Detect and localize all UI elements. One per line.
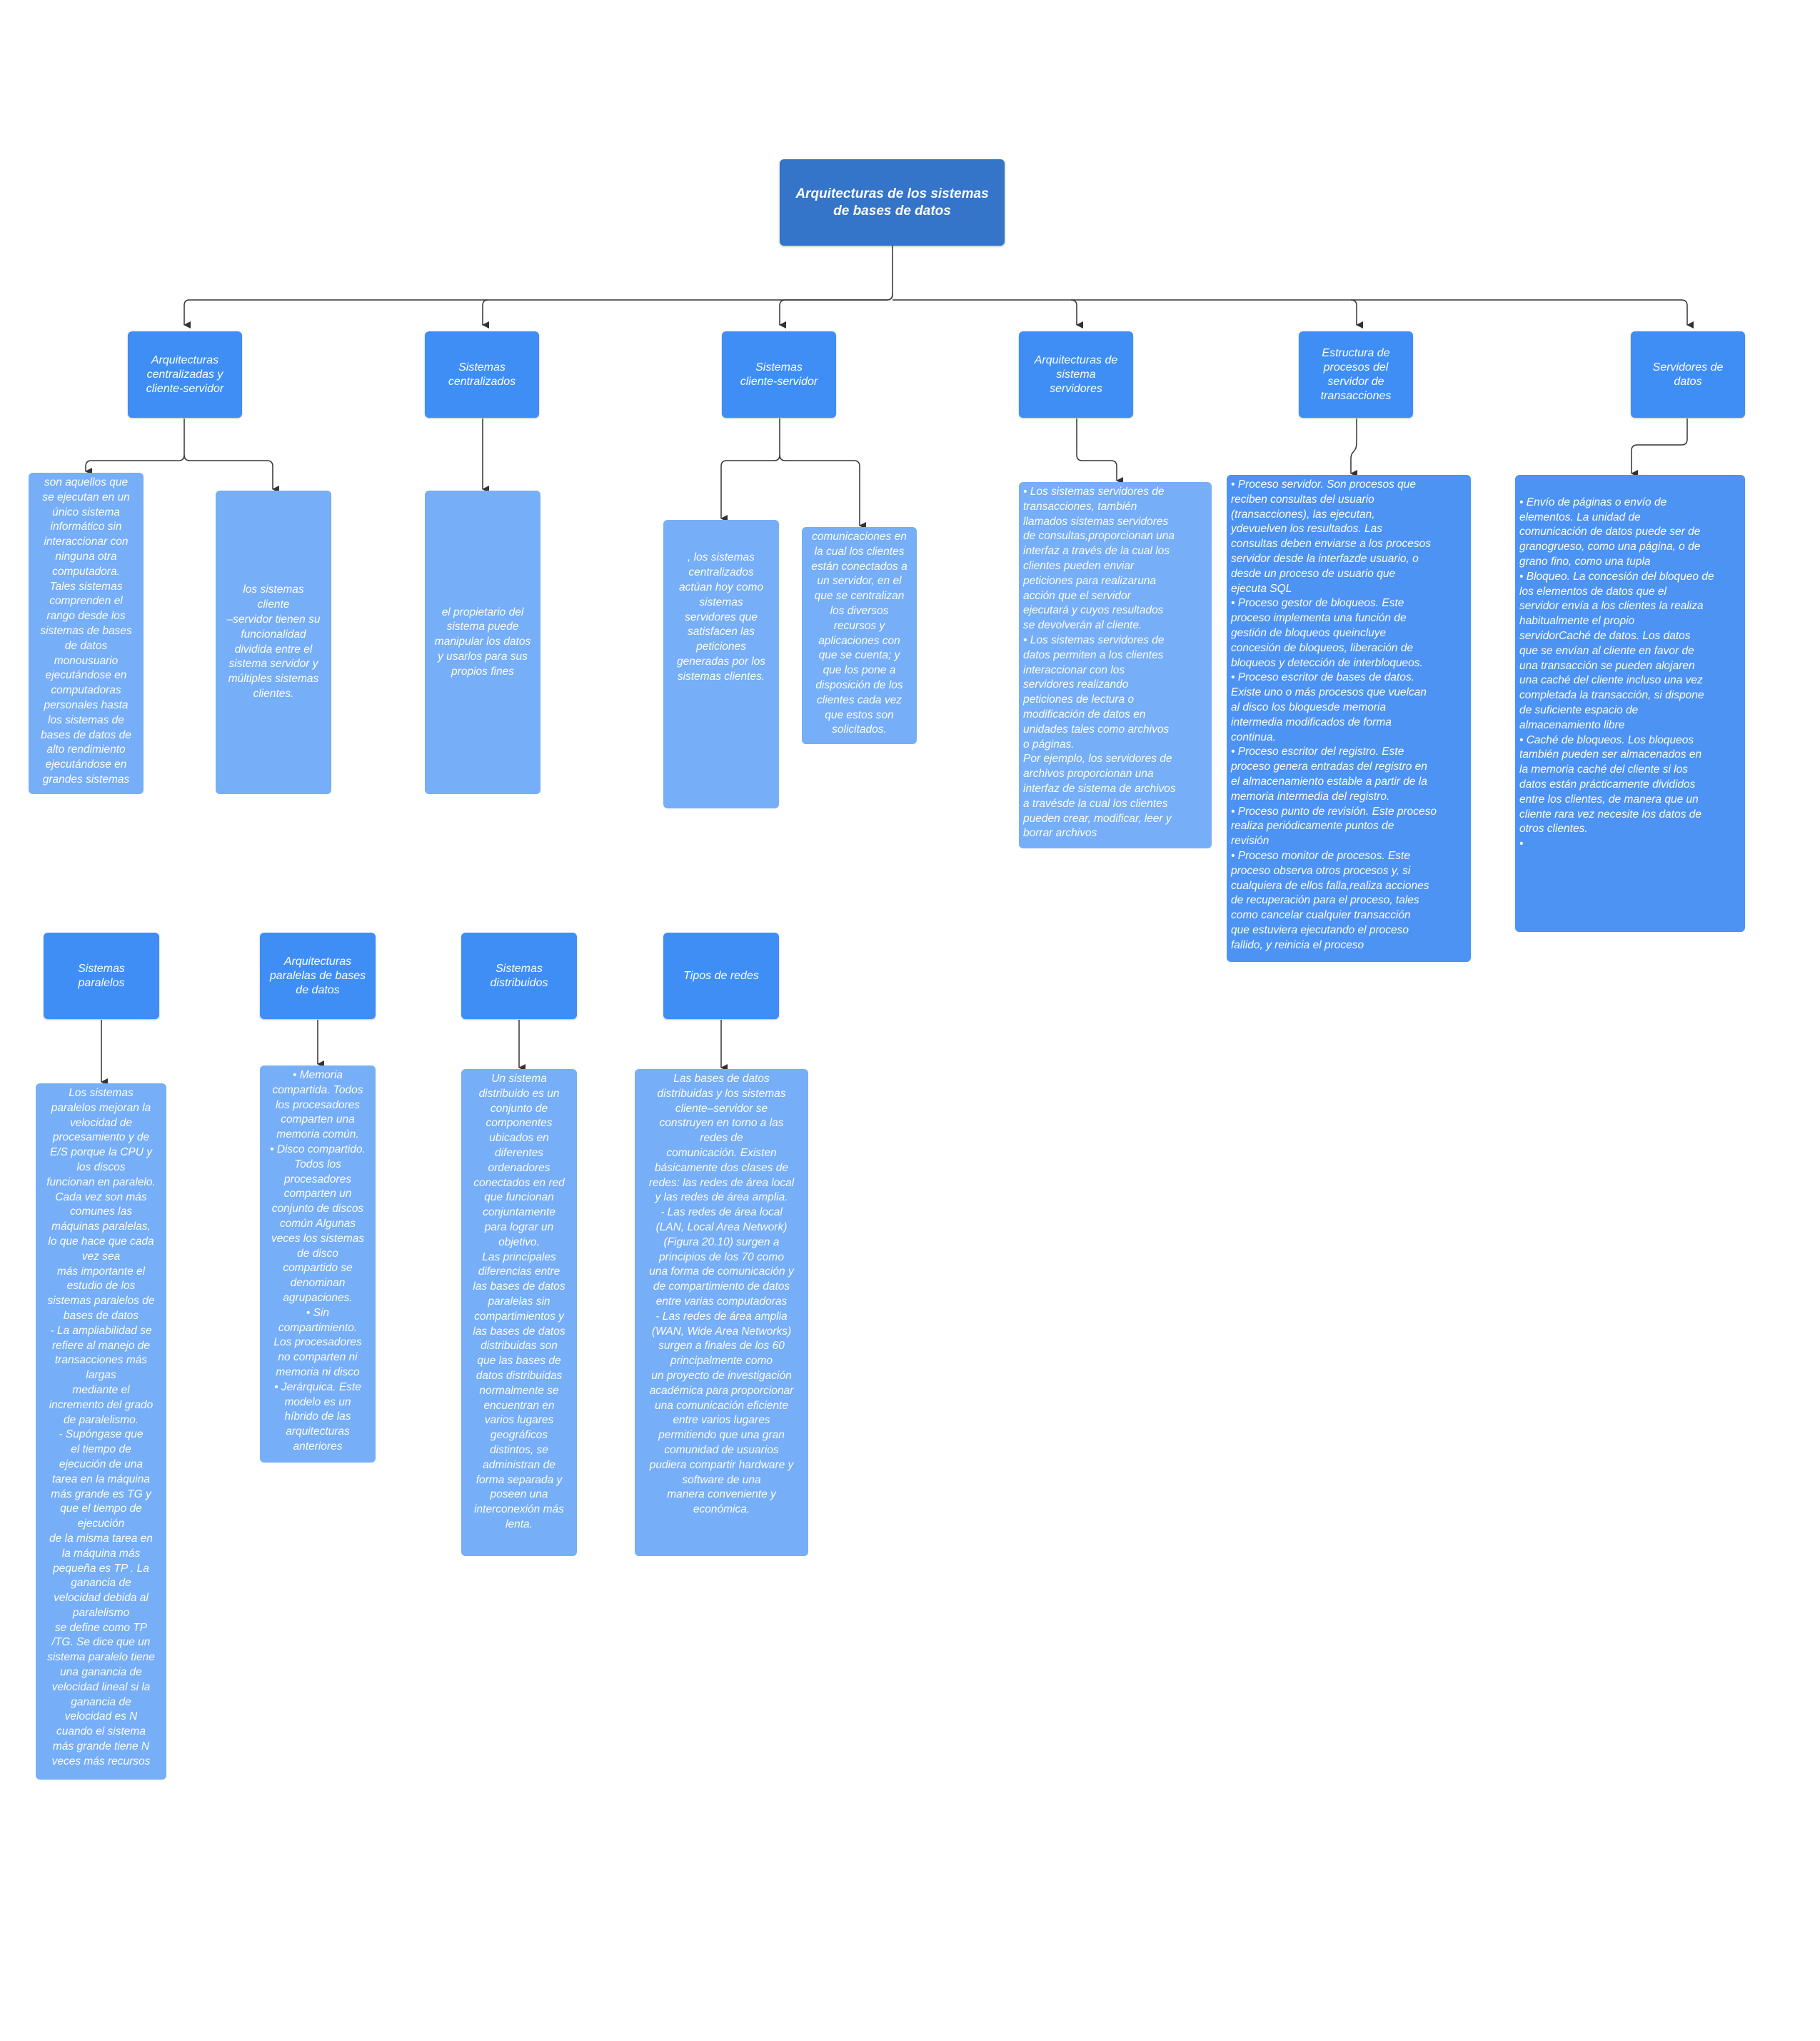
node-arquitecturas-sistemas-servidores[interactable]: Arquitecturas de sistema servidores (1019, 331, 1133, 418)
node-sistemas-centralizados[interactable]: Sistemas centralizados (425, 331, 539, 418)
leaf-text: Los sistemas paralelos mejoran la veloci… (46, 1087, 156, 1767)
node-arquitecturas-paralelas[interactable]: Arquitecturas paralelas de bases de dato… (260, 933, 376, 1019)
leaf-servidores-transacciones: • Los sistemas servidores de transaccion… (1019, 482, 1212, 848)
leaf-text: , los sistemas centralizados actúan hoy … (676, 551, 766, 683)
leaf-sistemas-paralelos-detalle: Los sistemas paralelos mejoran la veloci… (36, 1083, 166, 1780)
leaf-text: • Envío de páginas o envío de elementos.… (1519, 496, 1714, 851)
root-title-node[interactable]: Arquitecturas de los sistemas de bases d… (780, 159, 1005, 246)
leaf-text: Un sistema distribuido es un conjunto de… (473, 1073, 565, 1530)
leaf-text: son aquellos que se ejecutan en un único… (40, 476, 132, 786)
node-servidores-de-datos[interactable]: Servidores de datos (1631, 331, 1745, 418)
node-tipos-de-redes[interactable]: Tipos de redes (663, 933, 779, 1019)
leaf-arquitecturas-paralelas-detalle: • Memoria compartida. Todos los procesad… (260, 1065, 376, 1463)
node-arquitecturas-centralizadas-cliente-servidor[interactable]: Arquitecturas centralizadas y cliente-se… (128, 331, 242, 418)
leaf-text: • Los sistemas servidores de transaccion… (1023, 486, 1176, 840)
leaf-sistemas-distribuidos-detalle: Un sistema distribuido es un conjunto de… (461, 1069, 577, 1556)
leaf-text: comunicaciones en la cual los clientes e… (811, 531, 908, 736)
node-estructura-procesos-servidor[interactable]: Estructura de procesos del servidor de t… (1299, 331, 1413, 418)
leaf-sistemas-monousuario: son aquellos que se ejecutan en un único… (29, 473, 144, 794)
leaf-text: • Proceso servidor. Son procesos que rec… (1231, 478, 1437, 951)
node-sistemas-cliente-servidor[interactable]: Sistemas cliente-servidor (722, 331, 836, 418)
node-sistemas-paralelos[interactable]: Sistemas paralelos (44, 933, 159, 1019)
leaf-centralizados-como-servidores: , los sistemas centralizados actúan hoy … (663, 520, 779, 808)
leaf-procesos-servidor: • Proceso servidor. Son procesos que rec… (1227, 475, 1471, 962)
leaf-servidores-datos-detalle: • Envío de páginas o envío de elementos.… (1515, 475, 1745, 932)
leaf-cliente-servidor-funcionalidad: los sistemas cliente –servidor tienen su… (216, 491, 331, 794)
leaf-tipos-redes-detalle: Las bases de datos distribuidas y los si… (635, 1069, 808, 1556)
leaf-text: Las bases de datos distribuidas y los si… (648, 1073, 795, 1516)
leaf-propietario-sistema: el propietario del sistema puede manipul… (425, 491, 541, 794)
leaf-text: • Memoria compartida. Todos los procesad… (270, 1069, 366, 1453)
node-sistemas-distribuidos[interactable]: Sistemas distribuidos (461, 933, 577, 1019)
leaf-comunicaciones-cliente: comunicaciones en la cual los clientes e… (802, 527, 917, 744)
leaf-text: el propietario del sistema puede manipul… (434, 606, 531, 678)
leaf-text: los sistemas cliente –servidor tienen su… (226, 583, 321, 700)
